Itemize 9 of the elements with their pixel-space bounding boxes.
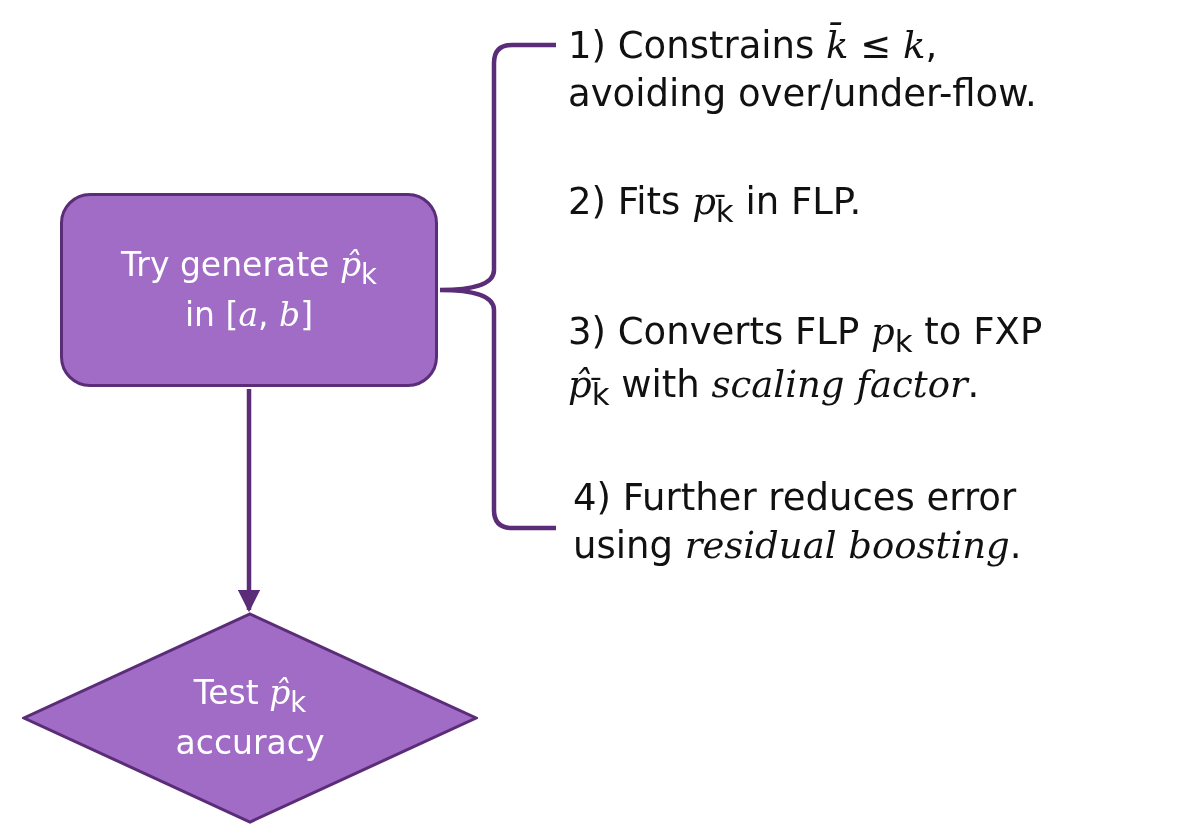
node-text: Try generate p̂$_{k}$ in [a, b] [120, 243, 378, 336]
step-note: 3) Converts FLP p$_{k}$ to FXP p̂$_{k̄}$ with scaling factor. [568, 309, 1044, 415]
node-text: Test p̂$_{k}$ accuracy [174, 671, 326, 764]
step-note: 2) Fits p$_{k̄}$ in FLP. [568, 179, 863, 232]
arrow [237, 389, 261, 613]
step-note: 1) Constrains k̄ ≤ k, avoiding over/under-flow. [568, 22, 1038, 118]
process-box [60, 193, 438, 387]
step-note: 4) Further reduces error using residual boosting. [573, 475, 1023, 570]
decision-diamond [22, 612, 478, 824]
